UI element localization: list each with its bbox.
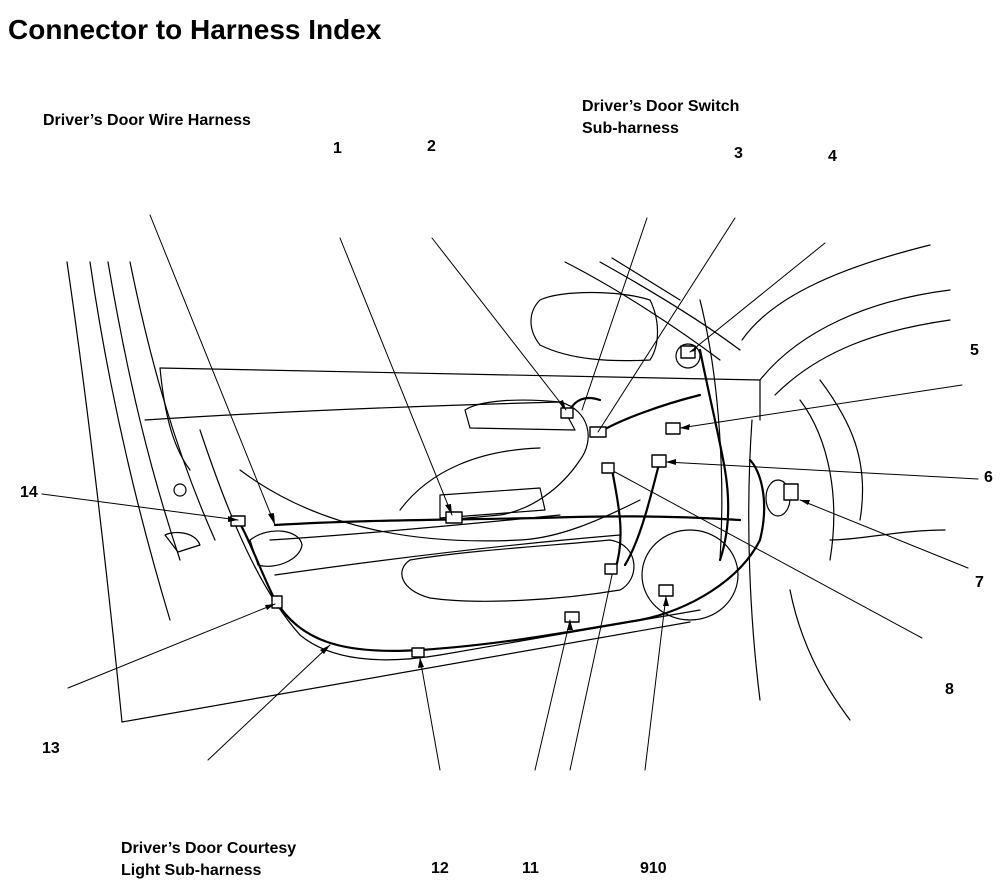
- door-wire-harness-label: Driver’s Door Wire Harness: [43, 112, 251, 129]
- connector-8: [601, 462, 615, 474]
- courtesy-subharness-label-line2: Light Sub-harness: [121, 862, 262, 879]
- callout-12: 12: [431, 860, 449, 877]
- callout-1: 1: [333, 140, 342, 157]
- connector-13: [271, 595, 283, 609]
- connector-12: [411, 647, 425, 658]
- connector-14: [230, 515, 246, 527]
- armrest: [164, 399, 635, 602]
- window-frame: [564, 244, 951, 721]
- door-outline: [66, 261, 761, 723]
- callout-5: 5: [970, 342, 979, 359]
- connectors: [230, 345, 799, 658]
- connector-7: [783, 483, 799, 501]
- connector-5: [680, 345, 696, 359]
- leader-lines: [41, 214, 979, 771]
- callout-11: 11: [522, 860, 539, 877]
- callout-2: 2: [427, 138, 436, 155]
- callout-8: 8: [945, 681, 954, 698]
- speaker: [641, 479, 791, 621]
- connector-11: [604, 563, 618, 575]
- page-title: Connector to Harness Index: [8, 14, 382, 45]
- mirror: [530, 291, 701, 369]
- connector-5b: [665, 422, 681, 435]
- callout-3: 3: [734, 145, 743, 162]
- switch-subharness-label-line2: Sub-harness: [582, 120, 679, 137]
- callout-9-10: 910: [640, 860, 667, 877]
- harness-wiring: [236, 348, 766, 653]
- connector-3: [560, 407, 574, 419]
- callout-4: 4: [828, 148, 837, 165]
- switch-subharness-label-line1: Driver’s Door Switch: [582, 98, 740, 115]
- courtesy-subharness-label-line1: Driver’s Door Courtesy: [121, 840, 297, 857]
- connector-9-10: [658, 584, 674, 597]
- callout-14: 14: [20, 484, 38, 501]
- leader-arrowheads: [228, 346, 810, 668]
- connector-6: [651, 454, 667, 468]
- connector-2: [445, 511, 463, 524]
- callout-6: 6: [984, 469, 993, 486]
- callout-13: 13: [42, 740, 60, 757]
- callout-7: 7: [975, 574, 984, 591]
- connector-11b: [564, 611, 580, 623]
